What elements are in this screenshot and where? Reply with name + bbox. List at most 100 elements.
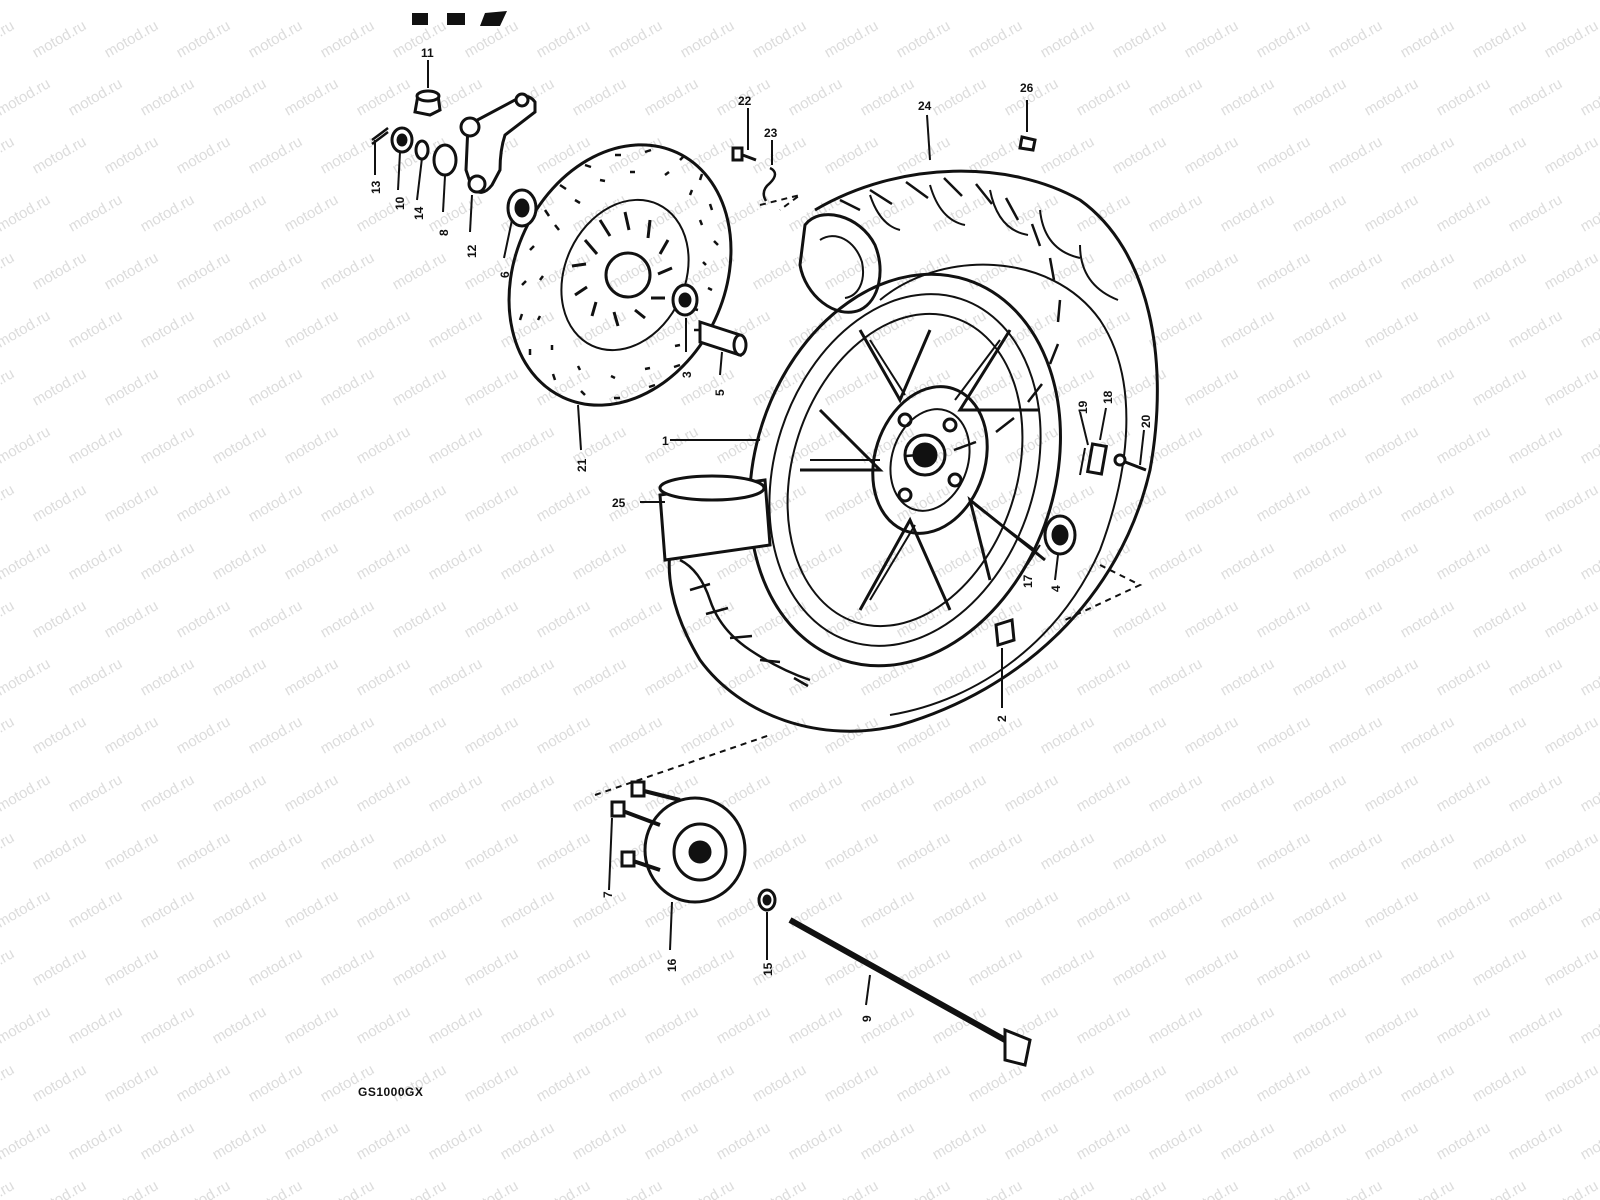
- watermark-text: motod.ru: [1290, 0, 1350, 3]
- watermark-text: motod.ru: [30, 365, 90, 409]
- watermark-text: motod.ru: [1290, 539, 1350, 583]
- watermark-text: motod.ru: [1146, 887, 1206, 931]
- label-19: 19: [1076, 400, 1090, 414]
- watermark-text: motod.ru: [210, 423, 270, 467]
- watermark-text: motod.ru: [786, 539, 846, 583]
- watermark-text: motod.ru: [318, 1177, 378, 1200]
- watermark-text: motod.ru: [534, 597, 594, 641]
- watermark-text: motod.ru: [642, 1119, 702, 1163]
- watermark-text: motod.ru: [390, 481, 450, 525]
- watermark-text: motod.ru: [0, 133, 17, 177]
- watermark-text: motod.ru: [1110, 249, 1170, 293]
- watermark-text: motod.ru: [1254, 597, 1314, 641]
- watermark-text: motod.ru: [102, 945, 162, 989]
- watermark-text: motod.ru: [318, 133, 378, 177]
- watermark-text: motod.ru: [1326, 1061, 1386, 1105]
- label-8: 8: [437, 229, 451, 236]
- watermark-text: motod.ru: [534, 713, 594, 757]
- watermark-text: motod.ru: [1218, 539, 1278, 583]
- watermark-text: motod.ru: [1362, 307, 1422, 351]
- watermark-text: motod.ru: [966, 829, 1026, 873]
- watermark-text: motod.ru: [282, 423, 342, 467]
- watermark-text: motod.ru: [1038, 249, 1098, 293]
- watermark-text: motod.ru: [426, 1003, 486, 1047]
- watermark-text: motod.ru: [66, 1119, 126, 1163]
- watermark-text: motod.ru: [714, 1003, 774, 1047]
- watermark-text: motod.ru: [66, 887, 126, 931]
- watermark-text: motod.ru: [570, 307, 630, 351]
- watermark-text: motod.ru: [30, 133, 90, 177]
- watermark-text: motod.ru: [1398, 597, 1458, 641]
- watermark-text: motod.ru: [318, 481, 378, 525]
- watermark-text: motod.ru: [174, 1061, 234, 1105]
- watermark-text: motod.ru: [354, 75, 414, 119]
- watermark-text: motod.ru: [318, 829, 378, 873]
- watermark-text: motod.ru: [426, 1119, 486, 1163]
- watermark-text: motod.ru: [714, 655, 774, 699]
- watermark-text: motod.ru: [1506, 771, 1566, 815]
- watermark-text: motod.ru: [1470, 249, 1530, 293]
- watermark-text: motod.ru: [1326, 945, 1386, 989]
- watermark-text: motod.ru: [1182, 133, 1242, 177]
- watermark-text: motod.ru: [858, 75, 918, 119]
- watermark-text: motod.ru: [66, 75, 126, 119]
- watermark-text: motod.ru: [282, 655, 342, 699]
- watermark-text: motod.ru: [1362, 423, 1422, 467]
- watermark-text: motod.ru: [30, 713, 90, 757]
- watermark-text: motod.ru: [1506, 887, 1566, 931]
- header-marks: [412, 11, 507, 26]
- watermark-text: motod.ru: [534, 829, 594, 873]
- watermark-text: motod.ru: [1434, 539, 1494, 583]
- watermark-text: motod.ru: [822, 829, 882, 873]
- watermark-text: motod.ru: [0, 1177, 17, 1200]
- watermark-text: motod.ru: [102, 1177, 162, 1200]
- watermark-text: motod.ru: [534, 945, 594, 989]
- watermark-text: motod.ru: [246, 713, 306, 757]
- watermark-text: motod.ru: [1254, 249, 1314, 293]
- watermark-text: motod.ru: [102, 365, 162, 409]
- watermark-text: motod.ru: [1254, 1061, 1314, 1105]
- label-13: 13: [369, 180, 383, 194]
- watermark-text: motod.ru: [1434, 423, 1494, 467]
- watermark-text: motod.ru: [138, 539, 198, 583]
- watermark-text: motod.ru: [354, 887, 414, 931]
- watermark-text: motod.ru: [1326, 1177, 1386, 1200]
- watermark-text: motod.ru: [966, 1177, 1026, 1200]
- watermark-text: motod.ru: [606, 1061, 666, 1105]
- watermark-text: motod.ru: [210, 1003, 270, 1047]
- watermark-text: motod.ru: [174, 249, 234, 293]
- watermark-text: motod.ru: [0, 17, 17, 61]
- watermark-text: motod.ru: [210, 887, 270, 931]
- watermark-text: motod.ru: [390, 829, 450, 873]
- rim: [748, 272, 1062, 668]
- watermark-text: motod.ru: [1074, 75, 1134, 119]
- watermark-text: motod.ru: [1578, 423, 1600, 467]
- watermark-text: motod.ru: [0, 1119, 53, 1163]
- watermark-text: motod.ru: [498, 1119, 558, 1163]
- watermark-text: motod.ru: [1326, 713, 1386, 757]
- watermark-text: motod.ru: [1434, 1003, 1494, 1047]
- watermark-text: motod.ru: [1218, 1119, 1278, 1163]
- watermark-text: motod.ru: [1074, 0, 1134, 3]
- watermark-text: motod.ru: [462, 713, 522, 757]
- watermark-text: motod.ru: [246, 1177, 306, 1200]
- watermark-text: motod.ru: [66, 771, 126, 815]
- watermark-text: motod.ru: [1218, 0, 1278, 3]
- label-3: 3: [680, 371, 694, 378]
- watermark-text: motod.ru: [1578, 1119, 1600, 1163]
- watermark-text: motod.ru: [1470, 945, 1530, 989]
- watermark-text: motod.ru: [282, 887, 342, 931]
- label-20: 20: [1139, 414, 1153, 428]
- watermark-text: motod.ru: [1146, 75, 1206, 119]
- watermark-text: motod.ru: [246, 597, 306, 641]
- label-11: 11: [421, 46, 434, 60]
- watermark-text: motod.ru: [1182, 1177, 1242, 1200]
- watermark-text: motod.ru: [1470, 713, 1530, 757]
- watermark-text: motod.ru: [1254, 713, 1314, 757]
- watermark-text: motod.ru: [1290, 1119, 1350, 1163]
- watermark-text: motod.ru: [1434, 0, 1494, 3]
- watermark-text: motod.ru: [1254, 481, 1314, 525]
- watermark-text: motod.ru: [30, 1177, 90, 1200]
- watermark-text: motod.ru: [750, 17, 810, 61]
- watermark-text: motod.ru: [1506, 307, 1566, 351]
